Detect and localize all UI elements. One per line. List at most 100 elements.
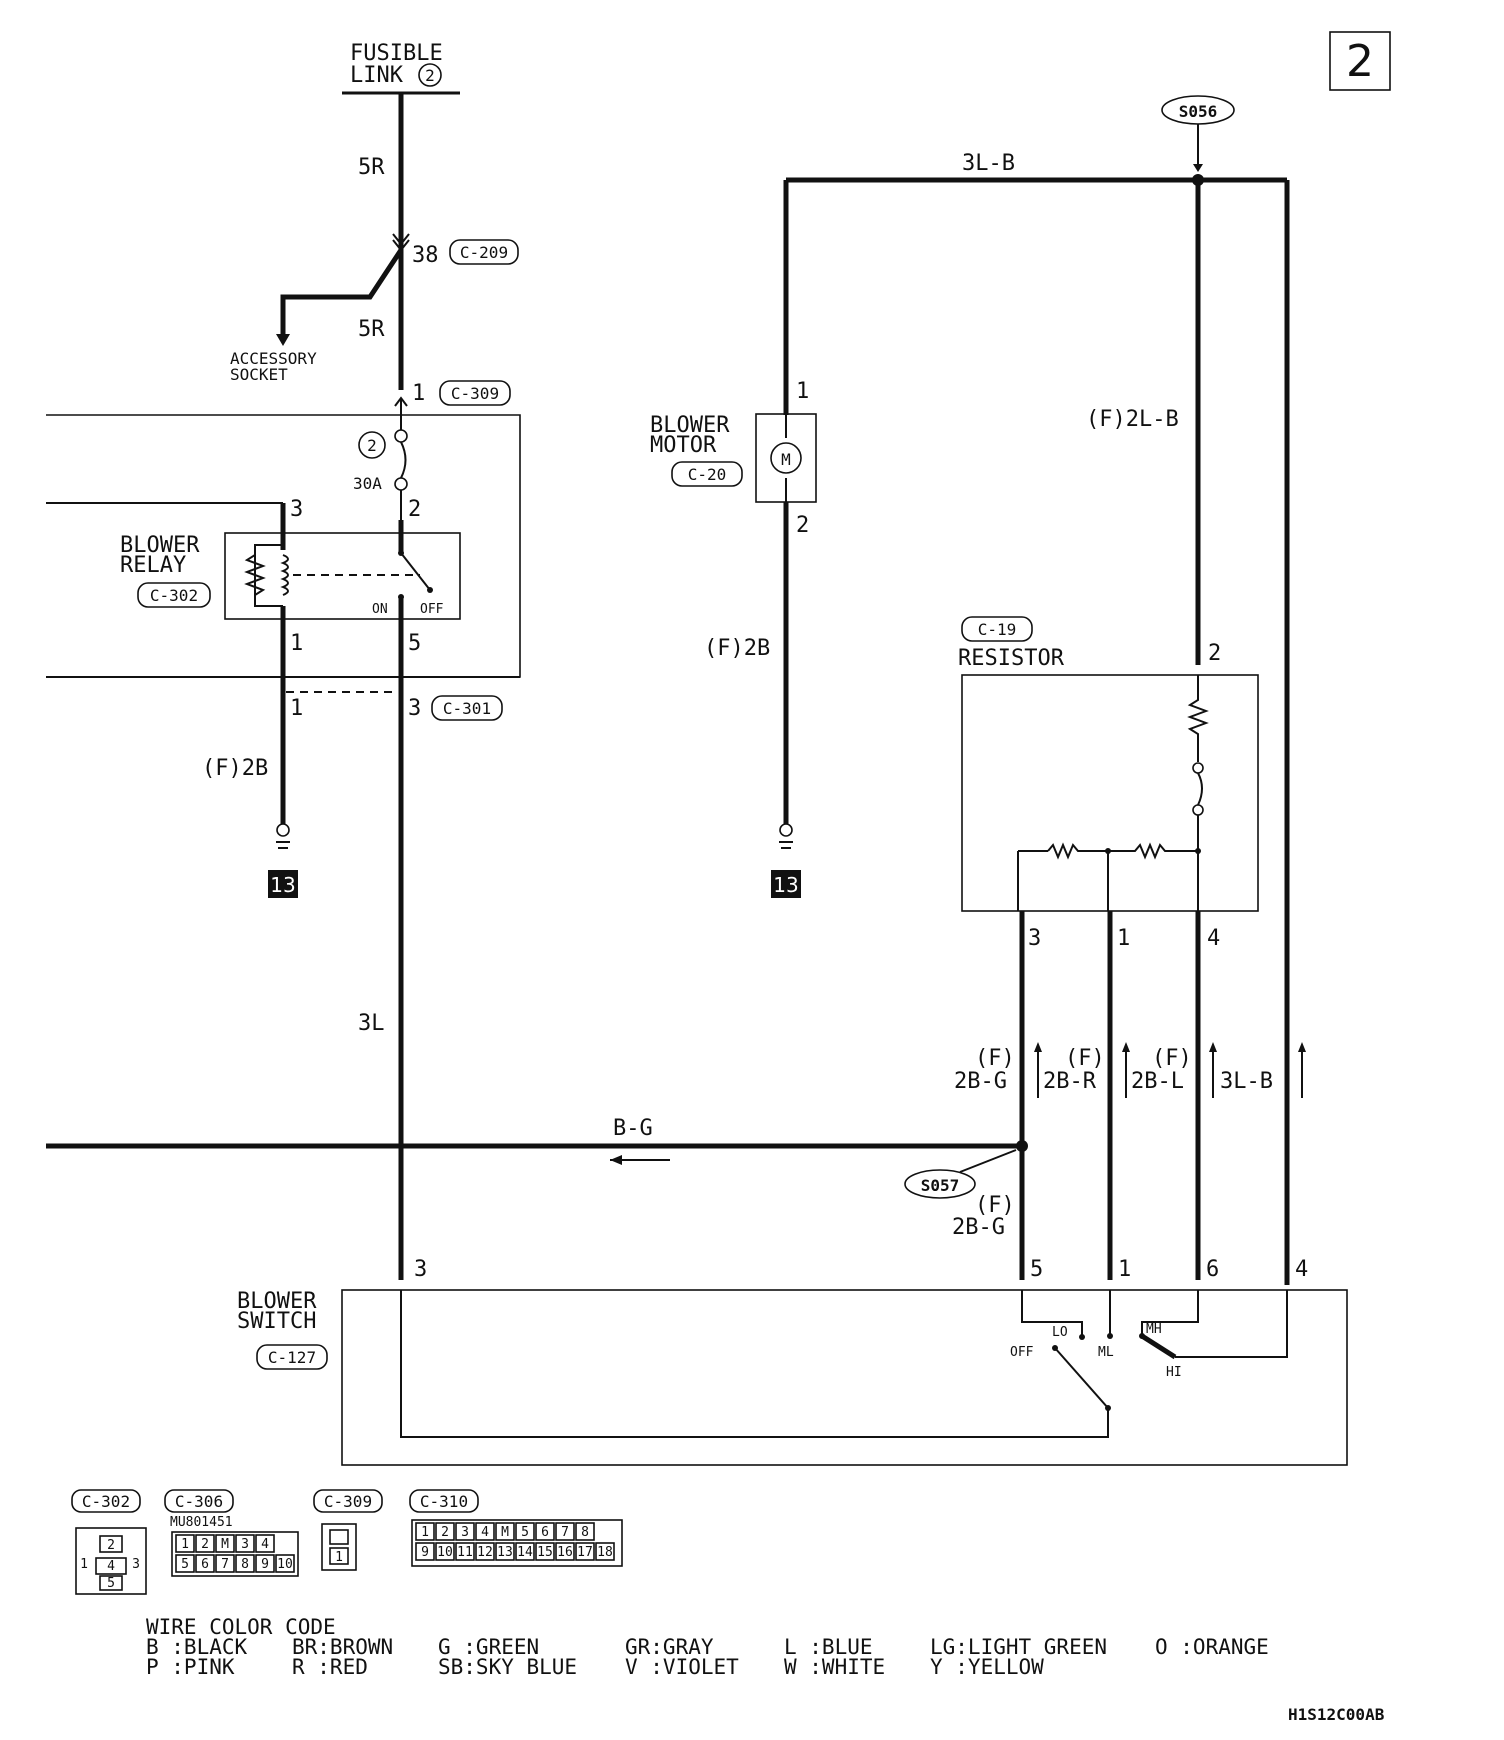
svg-text:GR:GRAY: GR:GRAY [625, 1635, 714, 1659]
c20-connector: C-20 [688, 465, 727, 484]
wire-label-2br: 2B-R [1043, 1069, 1097, 1094]
connector-cell [455, 1542, 475, 1561]
svg-text:C-310: C-310 [420, 1492, 468, 1511]
resistor-pin-4: 4 [1207, 926, 1220, 951]
switch-off-label: OFF [1010, 1345, 1034, 1360]
connector-cell [555, 1542, 575, 1561]
connector-pin-label: 13 [497, 1545, 513, 1560]
wire-accessory-branch [280, 248, 404, 337]
wire-label-3lb-top: 3L-B [962, 151, 1015, 176]
svg-text:5: 5 [107, 1576, 115, 1591]
svg-text:SB:SKY BLUE: SB:SKY BLUE [438, 1655, 577, 1679]
wire-label-2bg-f: (F) [975, 1046, 1015, 1071]
connector-pin-label: 2 [441, 1525, 449, 1540]
wire-label-2bg-low: 2B-G [952, 1215, 1005, 1240]
wire-label-2b-left: (F)2B [202, 756, 268, 781]
switch-mh-label: MH [1146, 1322, 1162, 1337]
connector-pin-label: 10 [437, 1545, 453, 1560]
resistor-box [961, 674, 1259, 912]
connector-view-c302: C-302 2 1 4 3 5 [71, 1489, 147, 1595]
switch-lo-label: LO [1052, 1325, 1068, 1340]
connector-cell [255, 1554, 275, 1573]
motor-label-1: BLOWER [650, 413, 730, 438]
wire-label-2br-f: (F) [1065, 1046, 1105, 1071]
relay-pin-5: 5 [408, 631, 421, 656]
svg-text:3: 3 [132, 1557, 140, 1572]
connector-cell [195, 1554, 215, 1573]
relay-pin-3: 3 [290, 497, 303, 522]
fusible-link-line1: FUSIBLE [350, 41, 443, 66]
wire-label-bg: B-G [613, 1116, 653, 1141]
svg-text:4: 4 [107, 1559, 115, 1574]
ground-ref-left: 13 [270, 873, 295, 897]
connector-pin-label: 7 [221, 1557, 229, 1572]
connector-view-c309: C-309 1 [313, 1489, 383, 1571]
s057-splice [904, 1169, 976, 1199]
c302-connector: C-302 [150, 586, 198, 605]
svg-text:R :RED: R :RED [292, 1655, 368, 1679]
ground-icon [276, 823, 290, 837]
connector-pin-label: 6 [541, 1525, 549, 1540]
connector-pin-label: 16 [557, 1545, 573, 1560]
arrow-left-icon [610, 1155, 622, 1165]
c127-connector: C-127 [268, 1348, 316, 1367]
svg-text:P :PINK: P :PINK [146, 1655, 235, 1679]
connector-cell [235, 1554, 255, 1573]
connector-pin-label: 5 [181, 1557, 189, 1572]
connector-cell [195, 1534, 215, 1553]
page-number-box: 2 [1329, 31, 1391, 91]
resistor-pin-2: 2 [1208, 641, 1221, 666]
relay-on-label: ON [372, 602, 388, 617]
connector-pin-label: 3 [241, 1537, 249, 1552]
svg-text:BR:BROWN: BR:BROWN [292, 1635, 393, 1659]
relay-pin-1: 1 [290, 631, 303, 656]
blower-switch-box [341, 1289, 1348, 1466]
motor-pin-2: 2 [796, 513, 809, 538]
wire-label-2bg: 2B-G [954, 1069, 1007, 1094]
connector-cell [175, 1534, 195, 1553]
connector-cell [255, 1534, 275, 1553]
svg-text:Y :YELLOW: Y :YELLOW [930, 1655, 1044, 1679]
svg-text:LG:LIGHT GREEN: LG:LIGHT GREEN [930, 1635, 1107, 1659]
c19-connector: C-19 [978, 620, 1017, 639]
blower-relay-box [224, 532, 461, 620]
svg-text:C-302: C-302 [82, 1492, 130, 1511]
connector-pin-label: M [501, 1525, 509, 1540]
svg-text:L :BLUE: L :BLUE [784, 1635, 873, 1659]
connector-cell [475, 1542, 495, 1561]
connector-pin-label: M [221, 1537, 229, 1552]
connector-cell [215, 1554, 235, 1573]
connector-pin-label: 17 [577, 1545, 593, 1560]
connector-cell [275, 1554, 295, 1573]
svg-text:1: 1 [80, 1557, 88, 1572]
svg-text:1: 1 [335, 1550, 343, 1565]
switch-pin-5: 5 [1030, 1257, 1043, 1282]
wire-label-5r-top: 5R [358, 155, 385, 180]
c301-pin-1: 1 [290, 696, 303, 721]
connector-pin-label: 18 [597, 1545, 613, 1560]
connector-pin-label: 10 [277, 1557, 293, 1572]
motor-symbol: M [781, 450, 791, 469]
ground-reference-box-left [268, 870, 298, 898]
wire-label-5r-mid: 5R [358, 317, 385, 342]
connector-pin-label: 6 [201, 1557, 209, 1572]
relay-off-label: OFF [420, 602, 444, 617]
connector-cell [435, 1542, 455, 1561]
svg-text:2: 2 [107, 1538, 115, 1553]
connector-pin-label: 14 [517, 1545, 533, 1560]
motor-pin-1: 1 [796, 379, 809, 404]
fuse-amperage: 30A [353, 474, 382, 493]
connector-pin-label: 2 [201, 1537, 209, 1552]
switch-label-1: BLOWER [237, 1289, 317, 1314]
wire-color-code-legend: WIRE COLOR CODE B :BLACK BR:BROWN G :GRE… [146, 1615, 1269, 1679]
s057-label: S057 [921, 1176, 960, 1195]
switch-ml-label: ML [1098, 1345, 1114, 1360]
svg-text:W :WHITE: W :WHITE [784, 1655, 885, 1679]
wire-label-2lb: (F)2L-B [1086, 407, 1179, 432]
connector-pin-label: 15 [537, 1545, 553, 1560]
wire-label-2bl-f: (F) [1152, 1046, 1192, 1071]
connector-cell [415, 1522, 435, 1541]
